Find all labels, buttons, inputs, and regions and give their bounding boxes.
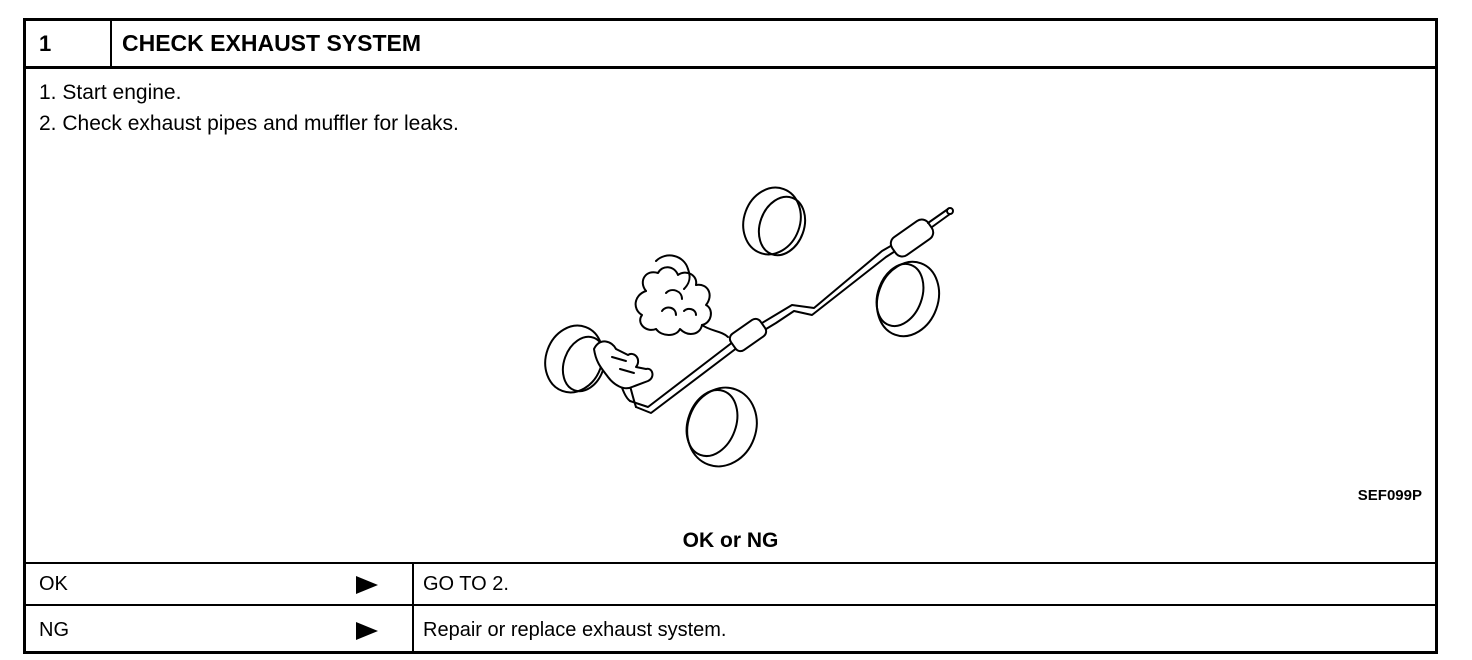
rear-muffler: [889, 207, 954, 258]
column-divider: [412, 604, 414, 654]
exhaust-leak-smoke: [634, 254, 729, 338]
instruction-item: 1. Start engine.: [39, 81, 182, 104]
wheel-rear-right: [875, 260, 941, 338]
result-prompt: OK or NG: [682, 529, 779, 552]
result-action: GO TO 2.: [423, 573, 509, 595]
result-row-ng: NG Repair or replace exhaust system.: [26, 604, 1435, 654]
wheel-rear-left: [742, 186, 807, 257]
instruction-list: 1. Start engine. 2. Check exhaust pipes …: [39, 77, 459, 139]
column-divider: [412, 562, 414, 604]
step-number: 1: [26, 21, 112, 66]
exhaust-manifold: [593, 340, 654, 390]
center-muffler: [728, 317, 768, 353]
result-action: Repair or replace exhaust system.: [423, 619, 727, 641]
exhaust-leak-illustration: [544, 186, 954, 468]
result-label: OK: [39, 573, 68, 595]
instruction-item: 2. Check exhaust pipes and muffler for l…: [39, 112, 459, 135]
figure-id: SEF099P: [1357, 487, 1422, 504]
wheel-front-left: [544, 324, 607, 394]
procedure-table: 1 CHECK EXHAUST SYSTEM 1. Start engine. …: [23, 18, 1438, 654]
arrow-right-icon: [356, 576, 378, 594]
result-row-ok: OK GO TO 2.: [26, 562, 1435, 604]
step-title: CHECK EXHAUST SYSTEM: [122, 30, 422, 56]
result-label: NG: [39, 619, 69, 641]
wheel-front-right: [685, 386, 758, 468]
arrow-right-icon: [356, 622, 378, 640]
step-header: 1 CHECK EXHAUST SYSTEM: [26, 21, 1435, 69]
